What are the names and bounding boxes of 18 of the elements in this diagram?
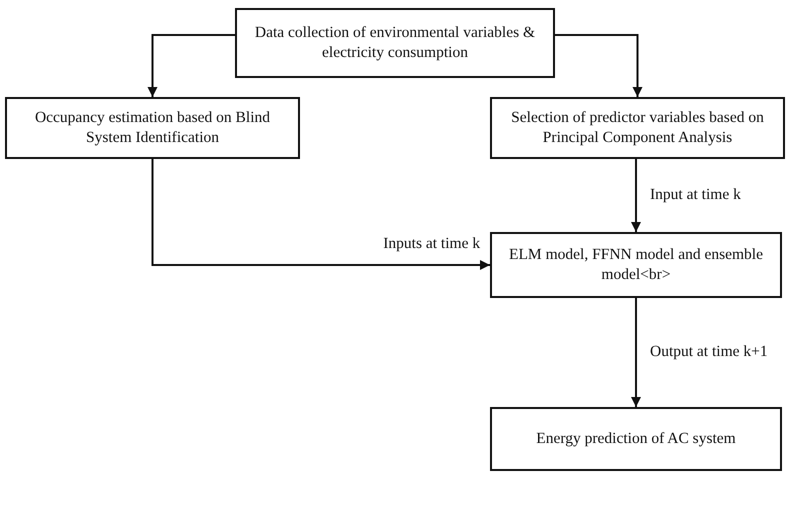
box-text: ELM model, FFNN model and ensemble model<br> [508, 244, 764, 285]
arrow [555, 34, 642, 97]
box-text: Energy prediction of AC system [536, 428, 736, 449]
box-text: Occupancy estimation based on Blind System Identification [34, 108, 272, 148]
arrow [152, 159, 490, 270]
edge-label: Input at time k [648, 186, 743, 204]
process-box [490, 232, 782, 298]
arrow [631, 159, 641, 232]
process-box [235, 8, 555, 78]
box-text: Selection of predictor variables based on Principal Component Analysis [510, 108, 765, 148]
edge-label: Output at time k+1 [648, 342, 770, 360]
arrow [631, 298, 641, 407]
process-box [5, 97, 300, 159]
process-box [490, 97, 785, 159]
process-box [490, 407, 782, 471]
box-text: Data collection of environmental variables & electricity consumption [254, 22, 536, 63]
arrow [148, 34, 235, 97]
edge-label: Inputs at time k [381, 235, 482, 253]
